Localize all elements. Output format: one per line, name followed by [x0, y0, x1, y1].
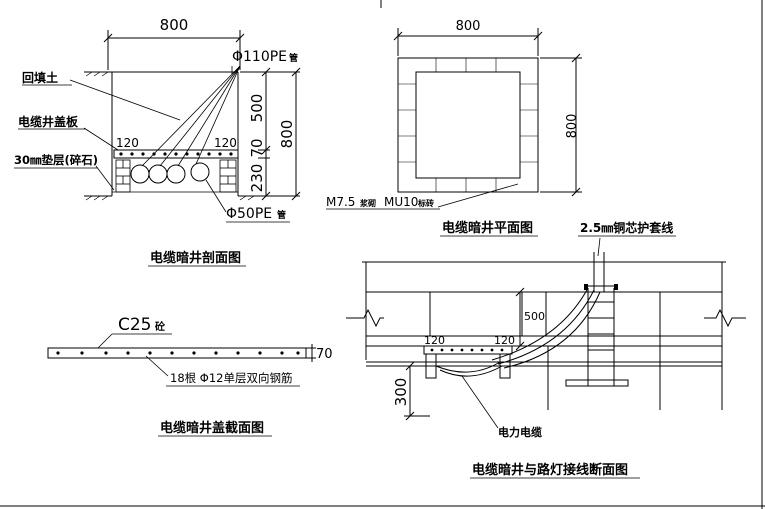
section-left-120: 120 — [116, 136, 139, 150]
backfill-leader — [69, 79, 181, 121]
cover-thickness-dimension — [306, 344, 316, 362]
section-dim-230: 230 — [248, 164, 266, 193]
plan-width-text: 800 — [456, 19, 481, 34]
rebar-leader — [145, 355, 169, 377]
cover-view: C25 砼 70 18根 Φ12单层双向钢筋 电缆暗井盖截面图 — [47, 315, 333, 437]
ground-hatch — [85, 71, 255, 201]
ground-line — [84, 71, 258, 197]
section-vertical-dimensions — [240, 67, 301, 201]
brick-wall-left — [115, 159, 131, 193]
section-width-dimension — [103, 30, 245, 70]
cover-leader — [83, 127, 119, 151]
section-title: 电缆暗井剖面图 — [150, 250, 241, 266]
section-right-120: 120 — [214, 136, 237, 150]
plan-width-dimension — [393, 28, 543, 56]
plan-view: 800 800 M7.5 浆砌 MU10 标砖 — [326, 19, 582, 237]
connection-dim-300: 300 — [392, 378, 410, 407]
plan-height-text: 800 — [565, 114, 580, 139]
well-walls — [111, 71, 239, 196]
plan-inner-opening — [415, 71, 521, 179]
pipes-110 — [130, 164, 186, 184]
connection-dim-500: 500 — [524, 310, 545, 323]
cable-conduit — [435, 287, 601, 377]
road-layers — [366, 361, 722, 367]
section-cover-slab — [113, 149, 239, 159]
concrete-suffix: 砼 — [155, 320, 165, 333]
cable-label: 电力电缆 — [498, 425, 542, 439]
wire-leader — [597, 237, 601, 257]
plan-brick-joints — [398, 58, 538, 192]
material-label-d: 标砖 — [417, 198, 434, 208]
gravel-label: 30㎜垫层(碎石) — [14, 153, 98, 167]
cover-title: 电缆暗井盖截面图 — [160, 420, 264, 436]
gravel-leader — [95, 165, 115, 191]
concrete-label: C25 — [118, 315, 152, 335]
pipe-bottom-label: Φ50PE — [226, 206, 272, 222]
pipe-bottom-leader — [205, 179, 227, 213]
material-label-a: M7.5 — [326, 195, 355, 209]
connection-title: 电缆暗井与路灯接线断面图 — [472, 462, 628, 478]
pipe-top-suffix: 管 — [289, 52, 298, 64]
connection-left-120: 120 — [424, 334, 445, 347]
connection-dim-500-lines — [515, 287, 525, 351]
pipe-bottom-suffix: 管 — [277, 209, 286, 221]
plan-outer-wall — [397, 57, 539, 193]
cover-rebars — [56, 351, 300, 355]
backfill-label: 回填土 — [22, 70, 58, 85]
connection-cover — [423, 345, 513, 355]
lamp-bolts — [584, 284, 618, 290]
material-leader — [437, 183, 519, 208]
section-dim-800: 800 — [278, 120, 296, 149]
connection-view: 2.5㎜铜芯护套线 — [346, 220, 746, 479]
break-symbols — [346, 261, 746, 328]
cover-thickness-text: 70 — [316, 347, 333, 362]
connection-dim-300-lines — [404, 361, 430, 421]
brick-wall-right — [219, 159, 237, 193]
plan-height-dimension — [540, 53, 582, 197]
pipe-50 — [190, 162, 210, 182]
lamp-foundation — [565, 252, 629, 387]
section-dim-500: 500 — [248, 94, 266, 123]
section-dim-70: 70 — [248, 138, 266, 157]
plan-title: 电缆暗井平面图 — [442, 220, 533, 236]
pipe-leaders — [141, 65, 241, 167]
cable-leader — [461, 375, 499, 429]
section-view: 800 Φ110PE 管 — [14, 16, 301, 267]
rebar-label: 18根 Φ12单层双向钢筋 — [170, 371, 292, 385]
material-label-c: MU10 — [384, 195, 418, 209]
pipe-top-label: Φ110PE — [232, 49, 287, 65]
section-width-text: 800 — [160, 16, 189, 34]
connection-right-120: 120 — [494, 334, 515, 347]
wire-label: 2.5㎜铜芯护套线 — [580, 220, 673, 235]
material-label-b: 浆砌 — [359, 198, 376, 208]
concrete-leader — [97, 333, 113, 349]
cover-slab — [47, 347, 307, 359]
cover-label: 电缆井盖板 — [18, 114, 79, 129]
